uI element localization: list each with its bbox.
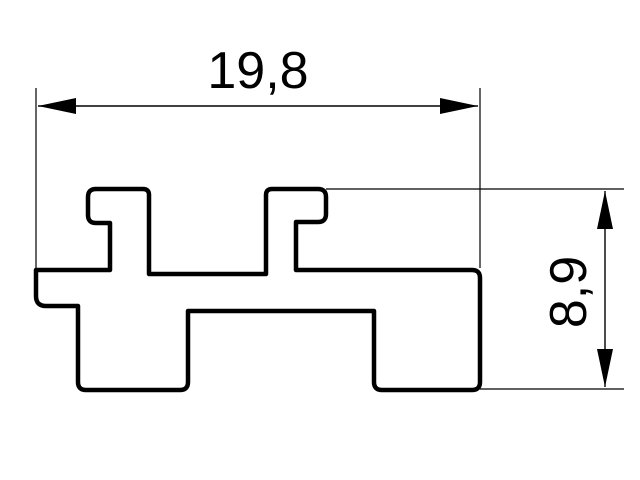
width-arrow-left [38, 98, 76, 114]
width-arrow-right [440, 98, 478, 114]
height-arrow-top [597, 191, 613, 229]
profile-outline [33, 186, 483, 393]
width-dimension-label: 19,8 [207, 42, 308, 100]
height-dimension-label: 8,9 [540, 256, 598, 328]
height-arrow-bottom [597, 349, 613, 387]
